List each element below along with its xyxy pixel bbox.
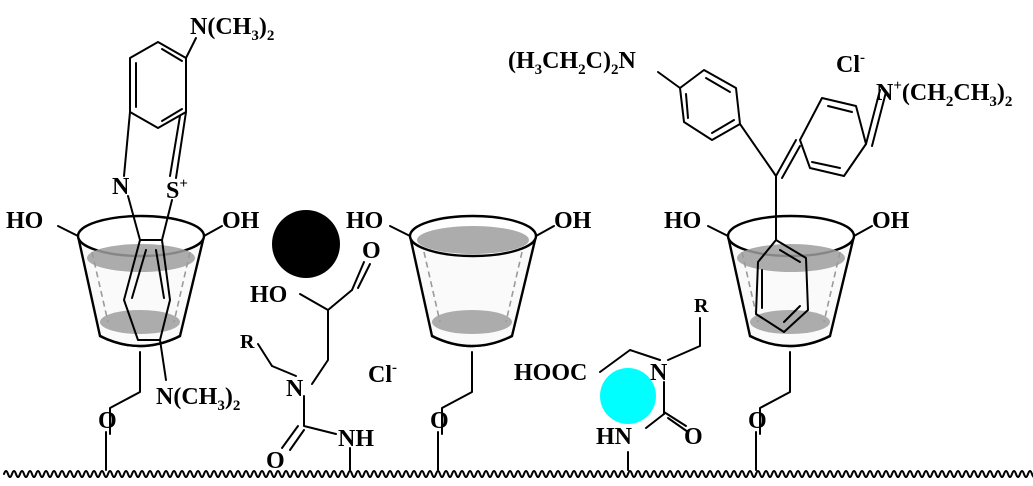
cup2-ho-label: HO [346,208,383,234]
cyan-particle [600,368,656,424]
black-particle [272,210,340,278]
cup2-lower-cavity [432,310,512,334]
frag2-urea-oxygen: O [684,424,703,450]
frag2-nitrogen: N [650,360,668,386]
mb-dimethylamino-bottom: N(CH3)2 [156,384,240,414]
cup3-upper-cavity [737,244,845,272]
linker-3-oxygen: O [748,408,767,434]
mb-ring-sulfur: S+ [166,176,188,204]
linker-1-oxygen: O [98,408,117,434]
polymer-backbone [3,470,1033,478]
ev-diethylamino-left: (H3CH2C)2N [508,48,637,78]
cup3-dash-right [823,251,841,323]
cyclodextrin-cup-2 [408,214,538,348]
urea-fragment-2 [599,317,701,471]
frag1-nitrogen: N [286,376,304,402]
chloride-ion-2: Cl- [836,50,865,78]
frag1-urea-oxygen: O [266,448,285,474]
cup1-upper-cavity [87,244,195,272]
mb-ring-nitrogen: N [112,174,130,200]
cup2-upper-cavity [417,226,529,254]
cup1-ho-label: HO [6,208,43,234]
cup2-base [431,334,513,348]
linker-3 [759,351,791,435]
frag2-r-group: R [694,295,709,317]
frag1-nh: NH [338,426,374,452]
linker-2-oxygen: O [430,408,449,434]
cup1-dash-left [91,251,109,323]
frag2-hn: HN [596,424,633,450]
linker-2 [441,351,473,435]
methylene-blue-molecule [123,37,197,381]
cup2-dash-right [505,251,523,323]
frag1-carbonyl-oxygen: O [362,238,381,264]
frag1-r-group: R [240,331,255,353]
cup3-base [749,334,831,348]
cup1-lower-cavity [100,310,180,334]
cup2-dash-left [423,251,441,323]
frag1-hydroxyl: HO [250,282,287,308]
ethyl-violet-molecule [657,69,887,333]
ev-bottom-ring [755,239,809,333]
frag2-carboxyl: HOOC [514,360,587,386]
mb-dimethylamino-top: N(CH3)2 [190,14,274,44]
cup2-oh-label: OH [554,208,592,234]
cup1-oh-label: OH [222,208,260,234]
chloride-ion-1: Cl- [368,360,397,388]
linker-1 [109,351,141,435]
cyclodextrin-cup-1 [76,214,206,348]
urea-fragment-1 [257,261,371,471]
cup3-lower-cavity [750,310,830,334]
mb-top-ring [129,41,187,129]
cup3-ho-label: HO [664,208,701,234]
cup3-oh-label: OH [872,208,910,234]
ev-iminium: N+(CH2CH3)2 [876,78,1012,110]
cup3-dash-left [741,251,759,323]
ev-right-ring [799,97,867,177]
cup1-dash-right [173,251,191,323]
